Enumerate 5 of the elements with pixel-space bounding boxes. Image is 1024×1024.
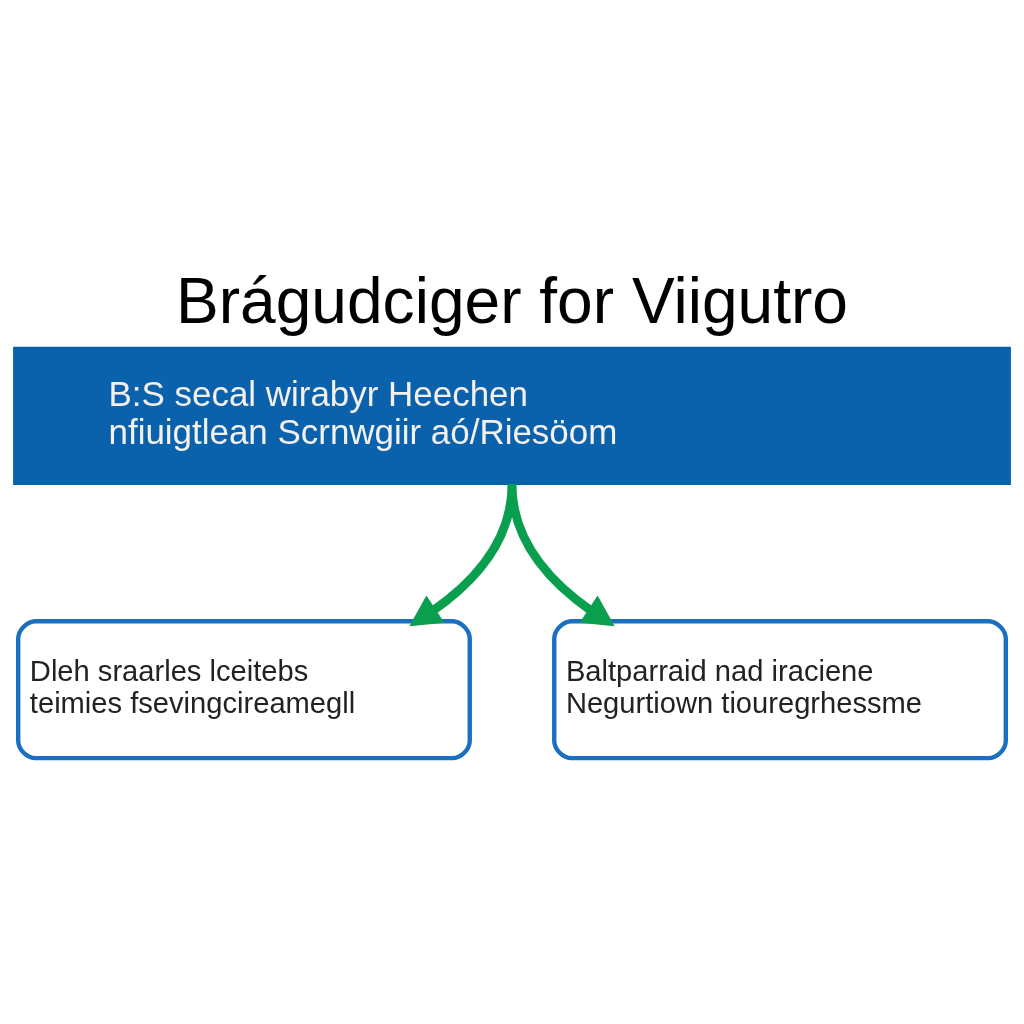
node-box: B:S secal wirabyr Heechen nfiuigtlean Scrnwgiir aó/Riesöom — [13, 346, 1011, 486]
node-box: Baltparraid nad iraciene Negurtiown tiouregrhessme — [552, 619, 1008, 761]
arrow — [507, 484, 615, 627]
node-box: Dleh sraarles lceitebs teimies fsevingcireamegll — [16, 619, 472, 761]
diagram-title: Brágudciger for Viigutro — [175, 264, 849, 337]
